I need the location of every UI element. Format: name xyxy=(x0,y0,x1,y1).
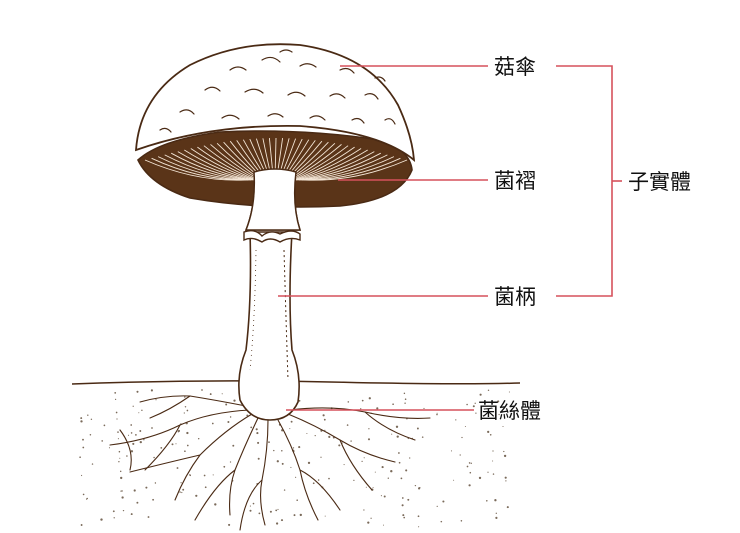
fruiting-body-bracket xyxy=(556,65,613,297)
mushroom-gills xyxy=(137,130,413,231)
stem-label: 菌柄 xyxy=(494,285,536,309)
mycelium-roots xyxy=(109,395,431,531)
cap-scales xyxy=(159,49,396,133)
fruiting-body-label: 子實體 xyxy=(628,170,691,194)
gills-label: 菌褶 xyxy=(494,169,536,193)
leader-lines xyxy=(278,65,622,411)
soil-speckles xyxy=(79,389,510,528)
soil xyxy=(71,380,521,533)
mushroom-cap xyxy=(135,43,416,163)
cap-label: 菇傘 xyxy=(494,55,536,79)
mycelium-label: 菌絲體 xyxy=(478,399,541,423)
